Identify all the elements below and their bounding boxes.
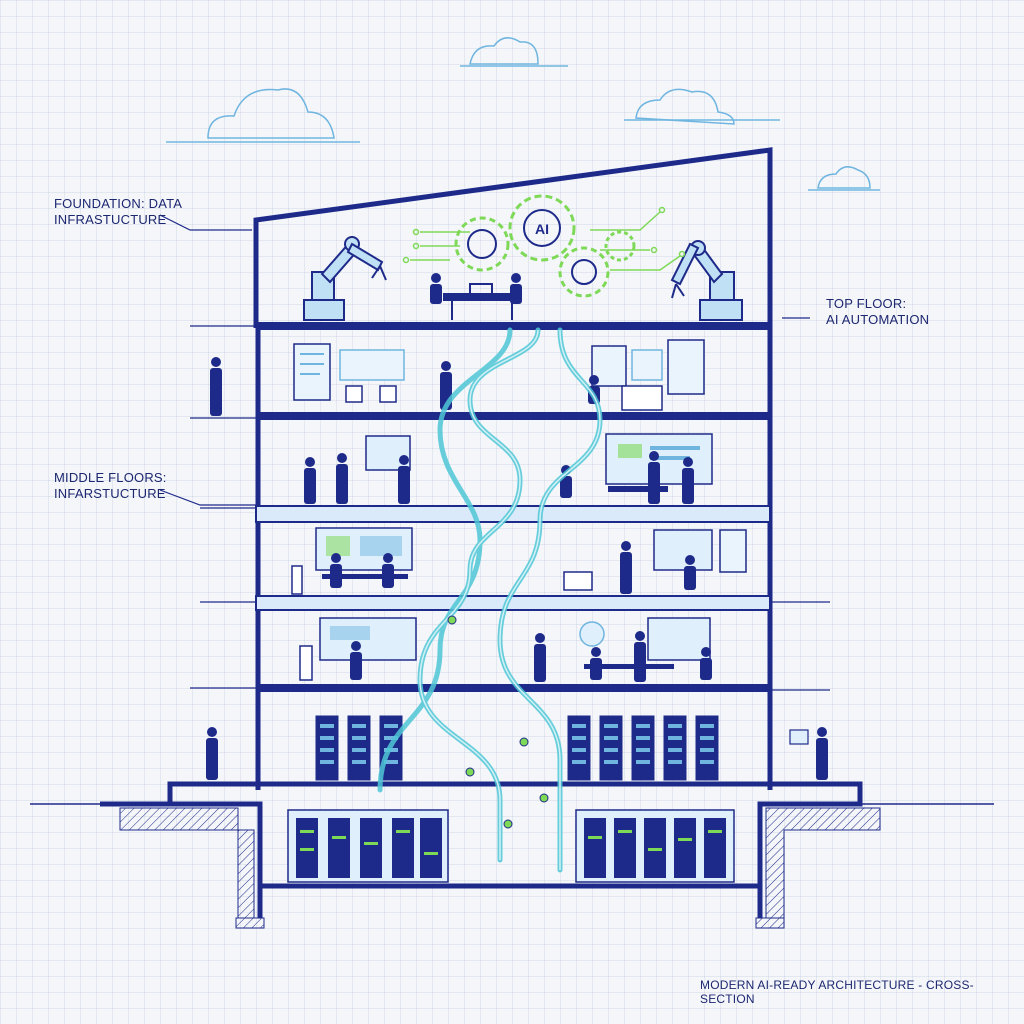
callout-foundation-line1: FOUNDATION: DATA: [54, 196, 183, 211]
gear-icon: [454, 194, 636, 298]
cloud-icon: [624, 88, 780, 125]
floor-2-workspace: [293, 339, 705, 411]
meeting-table: [443, 283, 521, 320]
pipeline-nodes: [447, 615, 549, 829]
callout-top-floor: TOP FLOOR: AI AUTOMATION: [826, 296, 929, 328]
gear-ai-label: AI: [535, 221, 549, 237]
callout-middle-line1: MIDDLE FLOORS:: [54, 470, 167, 485]
person-icon: [210, 357, 600, 416]
floor-5-workspace: [299, 617, 711, 681]
callout-leaders: [159, 214, 830, 691]
data-pipelines-inner: [419, 329, 601, 870]
ground-level: [30, 781, 994, 929]
robot-arm-icon: [303, 236, 387, 321]
server-rack-icon: [315, 715, 719, 781]
server-rack-lights: [320, 724, 714, 764]
tablet-icon: [789, 729, 809, 745]
callout-middle-floors: MIDDLE FLOORS: INFARSTUCTURE: [54, 470, 167, 502]
person-icon: [206, 727, 828, 780]
callout-middle-line2: INFARSTUCTURE: [54, 486, 166, 501]
circuit-lines: [402, 206, 686, 271]
person-icon: [330, 541, 696, 594]
robot-arm-icon: [670, 240, 743, 321]
floor-4-workspace: [291, 527, 747, 595]
person-icon: [430, 273, 522, 304]
building-shell: [253, 147, 773, 790]
cloud-icon: [166, 88, 360, 143]
cloud-icon: [808, 166, 880, 191]
callout-foundation: FOUNDATION: DATA INFRASTUCTURE: [54, 196, 182, 228]
floor-3-workspace: [365, 433, 713, 492]
person-icon: [304, 451, 694, 504]
callout-top-line2: AI AUTOMATION: [826, 312, 930, 327]
chair-icon: [345, 385, 397, 403]
person-icon: [350, 631, 712, 682]
callout-foundation-line2: INFRASTUCTURE: [54, 212, 167, 227]
callout-top-line1: TOP FLOOR:: [826, 296, 907, 311]
footer-caption: MODERN AI-READY ARCHITECTURE - CROSS-SEC…: [700, 978, 974, 1006]
server-rack-lights: [300, 830, 722, 855]
cloud-icon: [460, 37, 568, 67]
